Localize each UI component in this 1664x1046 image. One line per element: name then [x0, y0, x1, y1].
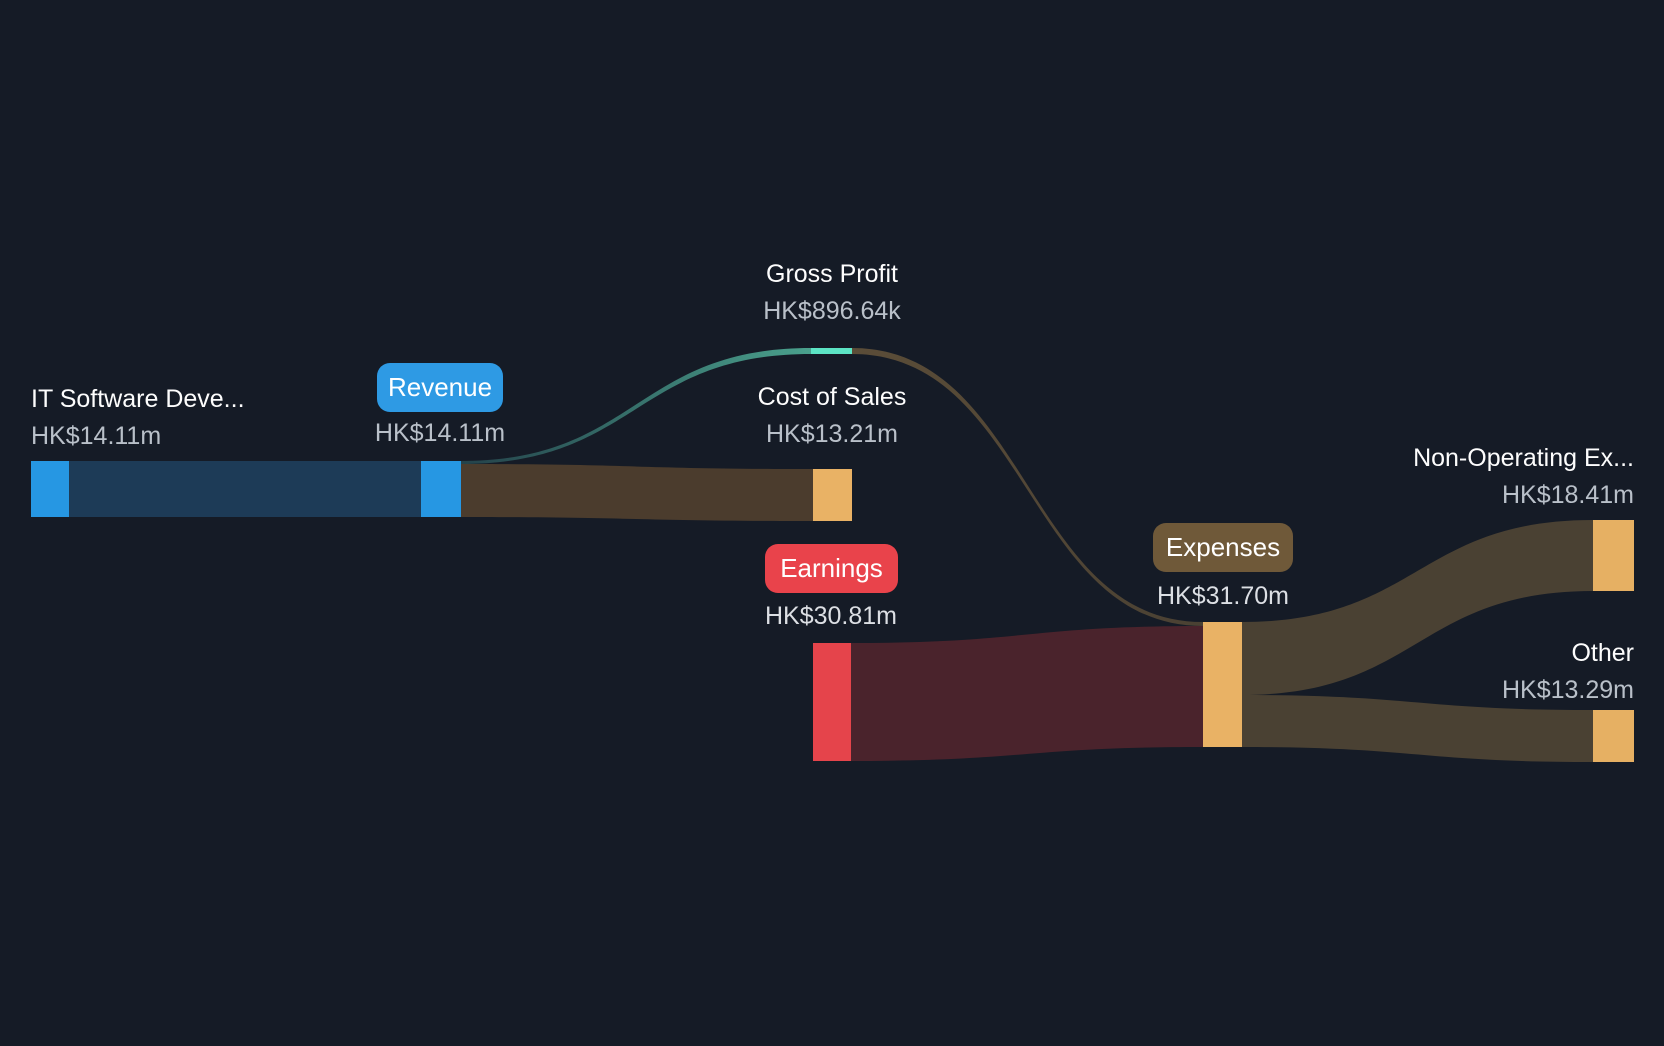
- earnings-pill-label: Earnings: [780, 553, 883, 583]
- flow-gross_profit-to-expenses[interactable]: [852, 348, 1203, 626]
- gross-profit-title: Gross Profit: [766, 260, 898, 288]
- node-cost_of_sales[interactable]: [813, 469, 852, 521]
- node-gross_profit[interactable]: [811, 348, 852, 354]
- flow-expenses-to-non_operating_expenses[interactable]: [1242, 520, 1593, 695]
- earnings-pill[interactable]: Earnings: [765, 544, 898, 593]
- other-value: HK$13.29m: [1501, 676, 1634, 704]
- revenue-value: HK$14.11m: [374, 419, 506, 447]
- non-operating-title: Non-Operating Ex...: [1413, 444, 1634, 472]
- node-other[interactable]: [1593, 710, 1634, 762]
- flow-it_software_dev-to-revenue[interactable]: [69, 461, 421, 517]
- nodes-layer: [31, 348, 1634, 762]
- earnings-value: HK$30.81m: [764, 602, 898, 630]
- flows-layer: [69, 348, 1593, 762]
- expenses-value: HK$31.70m: [1156, 582, 1290, 610]
- revenue-pill[interactable]: Revenue: [377, 363, 503, 412]
- other-title: Other: [1571, 639, 1634, 667]
- non-operating-value: HK$18.41m: [1501, 481, 1634, 509]
- flow-revenue-to-cost_of_sales[interactable]: [461, 464, 813, 521]
- flow-expenses-to-other[interactable]: [1242, 695, 1593, 762]
- it-software-value: HK$14.11m: [31, 422, 162, 450]
- node-label-cost-of-sales: Cost of Sales HK$13.21m: [758, 379, 907, 453]
- cost-of-sales-title: Cost of Sales: [757, 383, 907, 411]
- expenses-pill-label: Expenses: [1165, 532, 1281, 562]
- cost-of-sales-value: HK$13.21m: [765, 420, 899, 448]
- expenses-pill[interactable]: Expenses: [1153, 523, 1293, 572]
- flow-earnings-to-expenses[interactable]: [851, 626, 1203, 761]
- node-expenses[interactable]: [1203, 622, 1242, 747]
- node-label-other: Other HK$13.29m: [1502, 635, 1634, 709]
- node-non_operating_expenses[interactable]: [1593, 520, 1634, 591]
- node-earnings[interactable]: [813, 643, 851, 761]
- gross-profit-value: HK$896.64k: [763, 297, 901, 325]
- it-software-title: IT Software Deve...: [31, 385, 245, 413]
- node-label-non-operating: Non-Operating Ex... HK$18.41m: [1413, 440, 1634, 514]
- node-label-gross-profit: Gross Profit HK$896.64k: [763, 256, 901, 330]
- revenue-pill-label: Revenue: [387, 372, 493, 402]
- flow-revenue-to-gross_profit[interactable]: [461, 348, 811, 464]
- node-revenue[interactable]: [421, 461, 461, 517]
- node-it_software_dev[interactable]: [31, 461, 69, 517]
- node-label-it-software: IT Software Deve... HK$14.11m: [31, 381, 245, 455]
